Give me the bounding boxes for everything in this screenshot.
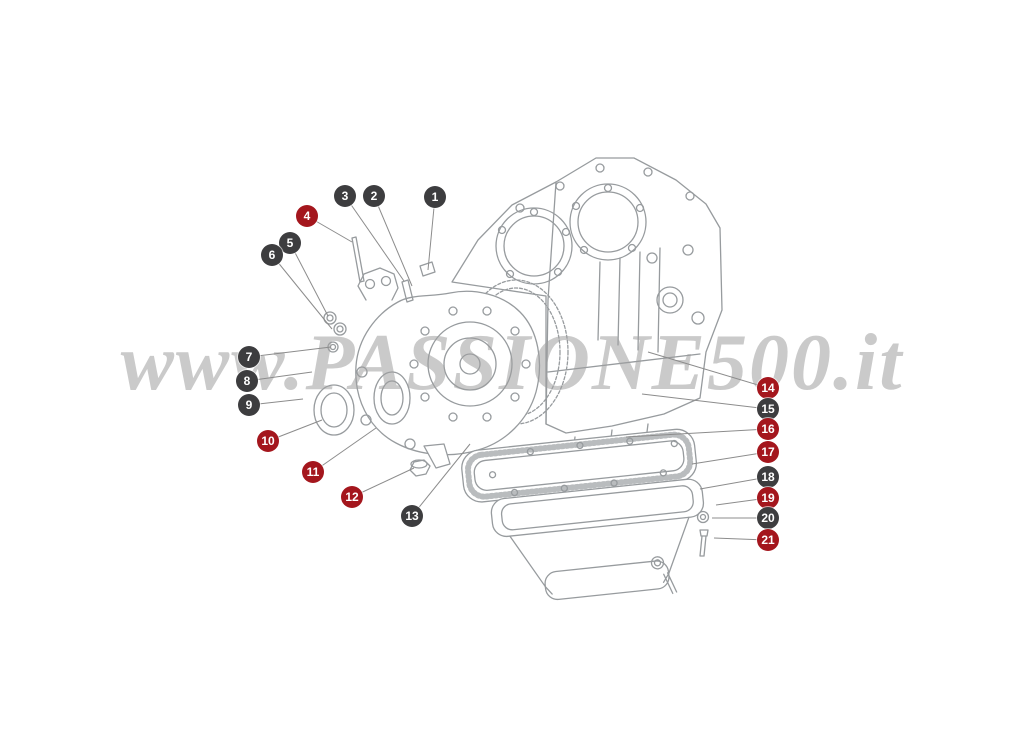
callout-3: 3 <box>334 185 356 207</box>
callout-4: 4 <box>296 205 318 227</box>
callout-9: 9 <box>238 394 260 416</box>
callout-14: 14 <box>757 377 779 399</box>
leader-line-15 <box>641 393 769 410</box>
short-stud-part <box>401 279 414 303</box>
callout-10: 10 <box>257 430 279 452</box>
leader-line-1 <box>427 196 436 271</box>
sump-bolt-part <box>699 529 709 537</box>
callout-21: 21 <box>757 529 779 551</box>
callout-1: 1 <box>424 186 446 208</box>
callout-6: 6 <box>261 244 283 266</box>
engine-block-drawing <box>451 157 723 453</box>
leader-line-11 <box>312 427 377 473</box>
leader-line-13 <box>411 443 471 517</box>
callout-17: 17 <box>757 441 779 463</box>
leader-line-18 <box>699 476 769 490</box>
callout-13: 13 <box>401 505 423 527</box>
fastener-parts-drawing <box>313 236 710 557</box>
leader-line-14 <box>647 351 769 389</box>
callout-2: 2 <box>363 185 385 207</box>
drain-plug <box>650 556 665 570</box>
callout-19: 19 <box>757 487 779 509</box>
leader-line-2 <box>373 195 413 287</box>
leader-line-6 <box>271 254 333 330</box>
sump-washer-part <box>696 510 710 524</box>
leader-line-7 <box>248 346 332 358</box>
callout-8: 8 <box>236 370 258 392</box>
leader-line-17 <box>691 451 769 465</box>
leader-line-12 <box>351 467 415 498</box>
callout-20: 20 <box>757 507 779 529</box>
timing-cover-drawing <box>355 267 541 469</box>
leader-line-3 <box>344 195 405 282</box>
callout-16: 16 <box>757 418 779 440</box>
callout-11: 11 <box>302 461 324 483</box>
callout-7: 7 <box>238 346 260 368</box>
callout-12: 12 <box>341 486 363 508</box>
sump-gasket-drawing <box>461 428 698 503</box>
nut-part <box>323 311 337 325</box>
oil-sump-drawing <box>490 478 705 601</box>
seal-ring-part <box>313 384 355 436</box>
leader-line-16 <box>625 428 769 438</box>
callout-5: 5 <box>279 232 301 254</box>
callout-15: 15 <box>757 398 779 420</box>
leader-line-5 <box>289 242 329 317</box>
stud-part <box>351 236 365 283</box>
callout-18: 18 <box>757 466 779 488</box>
plug-part <box>419 261 436 277</box>
